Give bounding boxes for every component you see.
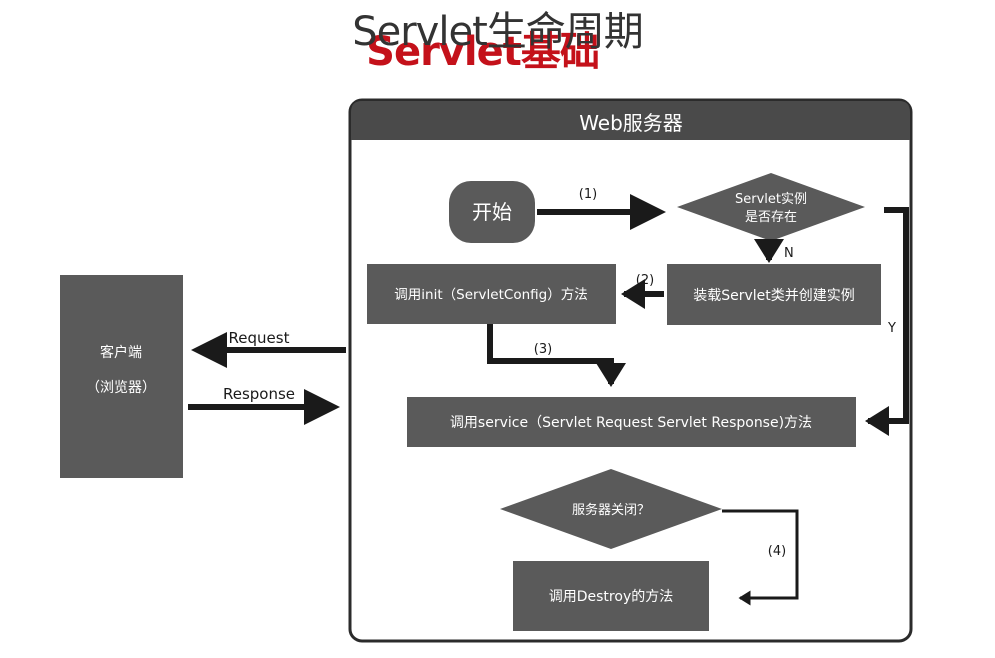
load-servlet-box: 装载Servlet类并创建实例 bbox=[667, 264, 881, 325]
title-servlet-lifecycle: Servlet生命周期 bbox=[352, 9, 644, 55]
web-server-header: Web服务器 bbox=[579, 111, 683, 135]
start-node: 开始 bbox=[449, 181, 535, 243]
title-servlet-basics: Servlet基础 bbox=[366, 29, 600, 75]
client-box: 客户端 （浏览器） bbox=[60, 275, 183, 478]
instance-exists-decision: Servlet实例 是否存在 bbox=[677, 173, 865, 241]
decision-label-line2: 是否存在 bbox=[745, 210, 797, 225]
service-box: 调用service（Servlet Request Servlet Respon… bbox=[407, 397, 856, 447]
init-box: 调用init（ServletConfig）方法 bbox=[367, 264, 616, 324]
web-server-header-bar bbox=[351, 101, 910, 140]
step1-label: (1) bbox=[579, 187, 597, 202]
response-label: Response bbox=[223, 385, 295, 403]
client-label: 客户端 bbox=[100, 344, 142, 361]
arrow-shutdown-to-destroy bbox=[722, 509, 799, 606]
web-server-container: Web服务器 bbox=[348, 98, 913, 643]
start-label: 开始 bbox=[472, 200, 512, 224]
step3-label: (3) bbox=[534, 342, 552, 357]
load-servlet-label: 装载Servlet类并创建实例 bbox=[693, 288, 855, 304]
yes-label: Y bbox=[887, 321, 896, 336]
step2-label: (2) bbox=[636, 273, 654, 288]
destroy-box: 调用Destroy的方法 bbox=[513, 561, 709, 631]
arrow-decision-yes bbox=[865, 207, 909, 436]
shutdown-label: 服务器关闭？ bbox=[572, 502, 650, 518]
init-label: 调用init（ServletConfig）方法 bbox=[394, 287, 587, 303]
request-label: Request bbox=[229, 329, 290, 347]
destroy-label: 调用Destroy的方法 bbox=[549, 589, 673, 605]
client-sublabel: （浏览器） bbox=[86, 380, 156, 396]
decision-label-line1: Servlet实例 bbox=[735, 192, 807, 207]
no-label: N bbox=[784, 246, 794, 261]
step4-label: (4) bbox=[768, 544, 786, 559]
service-label: 调用service（Servlet Request Servlet Respon… bbox=[450, 415, 812, 431]
shutdown-decision: 服务器关闭？ bbox=[500, 469, 722, 549]
arrow-init-to-service bbox=[487, 324, 626, 387]
